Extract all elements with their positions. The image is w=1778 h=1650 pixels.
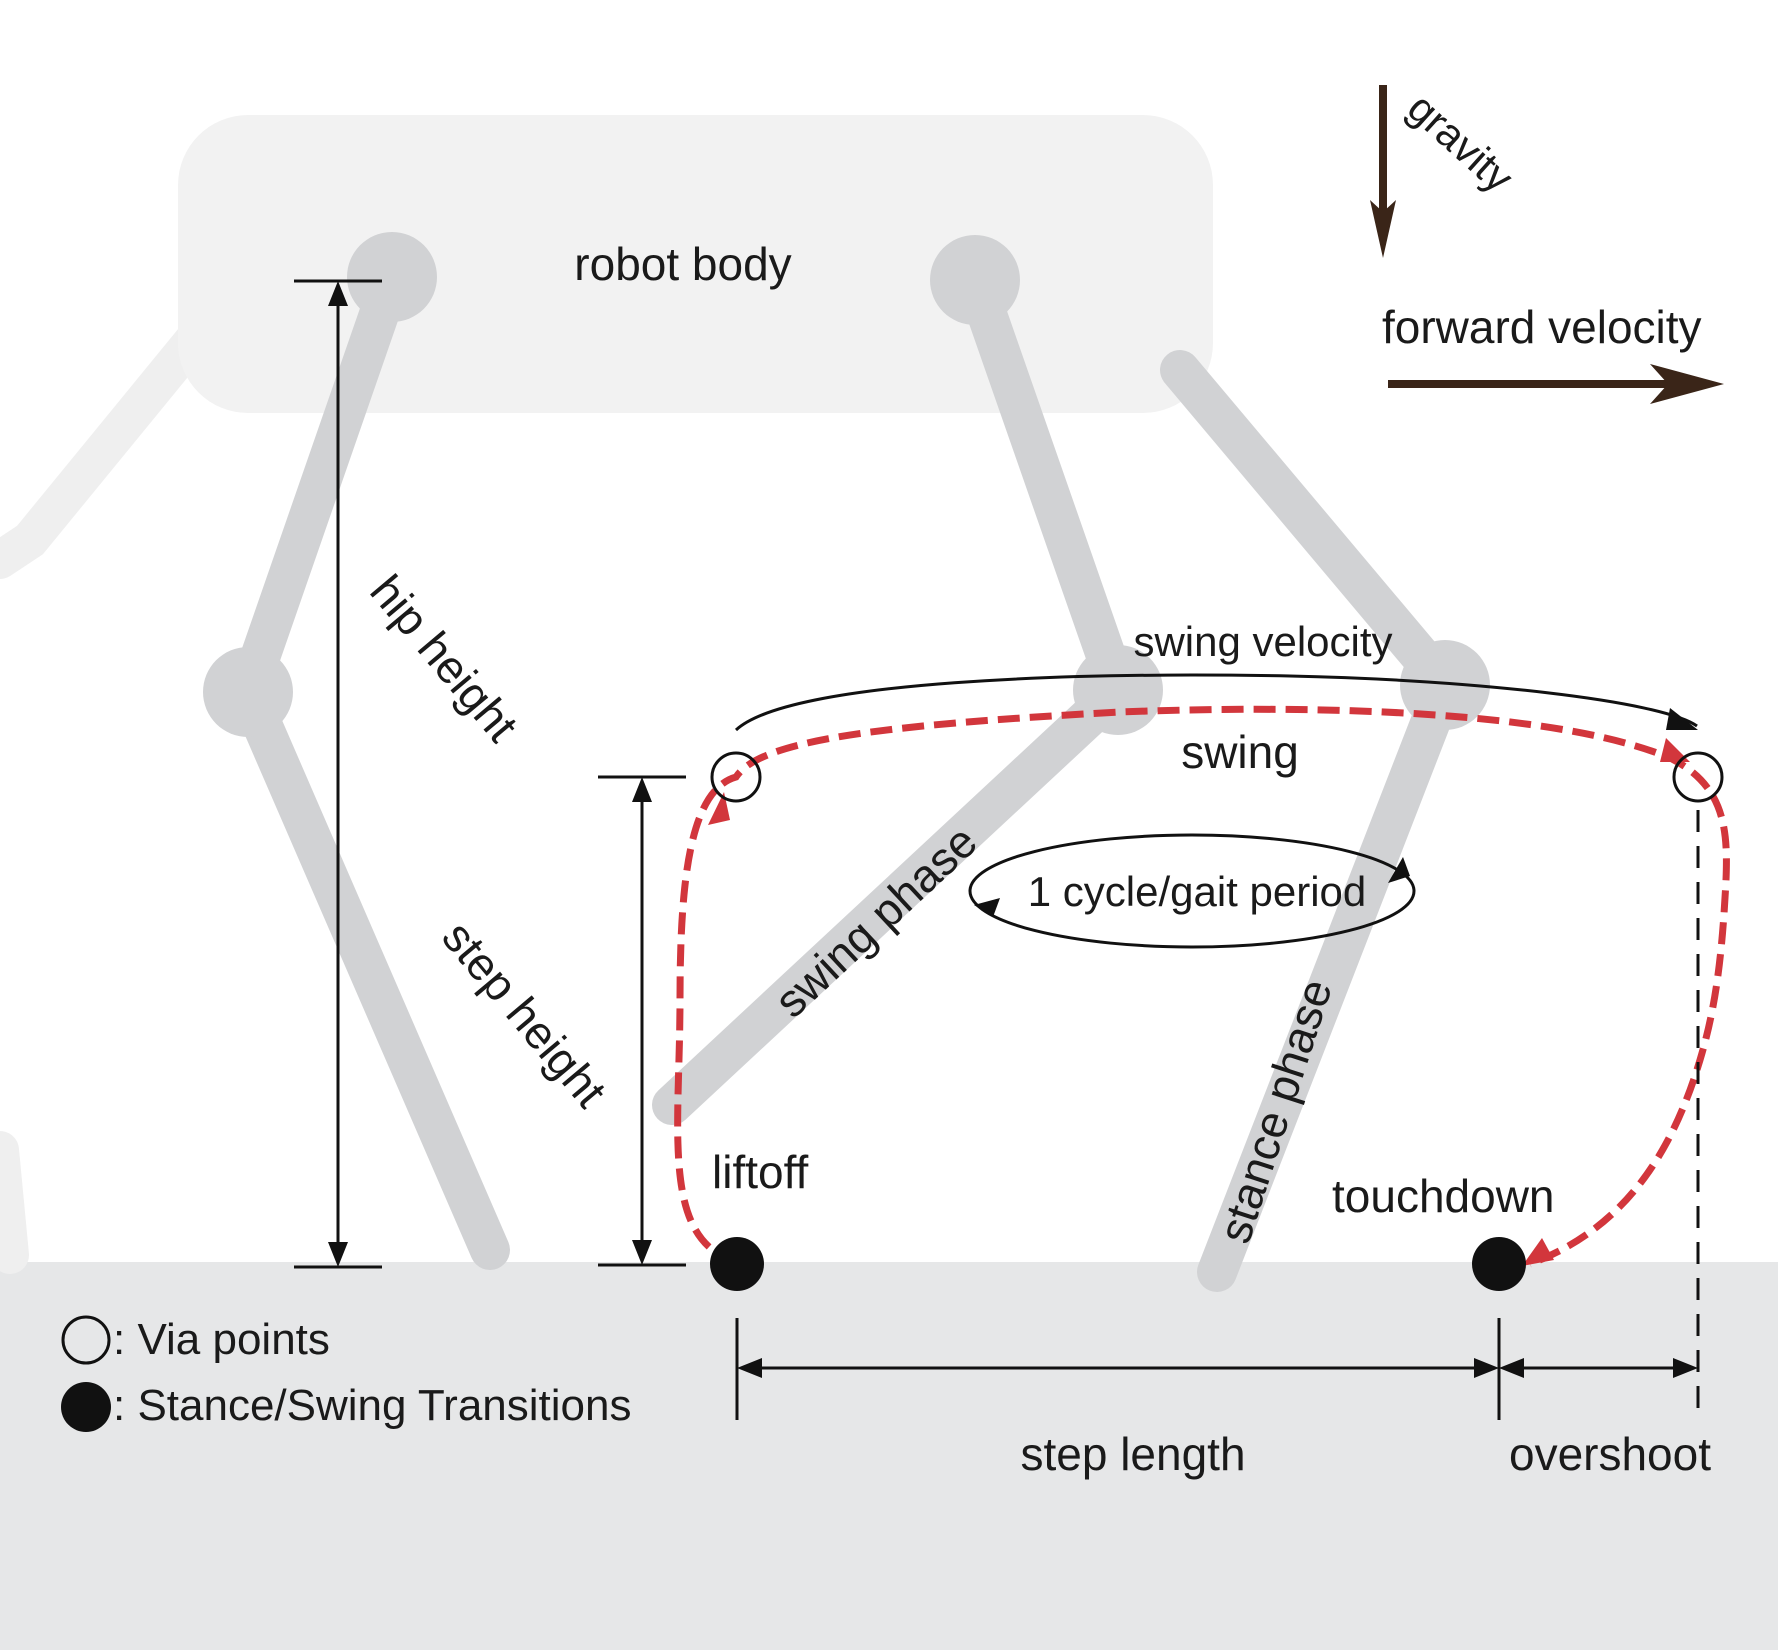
swing-velocity-arrow [734,673,1698,732]
hip-height-dimension [294,279,382,1269]
hip-height-label: hip height [360,565,528,751]
legend: : Via points : Stance/Swing Transitions [61,1315,631,1432]
overshoot-dimension [1499,1358,1698,1378]
step-height-label: step height [432,911,617,1117]
forward-velocity-arrow [1388,364,1724,404]
step-height-dimension [598,775,686,1267]
swing-phase-label: swing phase [764,815,986,1027]
liftoff-label: liftoff [712,1146,809,1198]
joints [203,232,1490,737]
trajectory-arrowheads [708,738,1690,1266]
robot-body-label: robot body [574,238,791,290]
swing-velocity-arrowhead [1666,708,1698,730]
legend-via-icon [61,1315,111,1365]
stance-phase-label: stance phase [1208,973,1342,1249]
back-far-leg [1160,350,1465,705]
overshoot-label: overshoot [1509,1428,1711,1480]
legend-transition-icon [61,1382,111,1432]
swing-velocity-label: swing velocity [1133,618,1392,665]
gait-cycle-label: 1 cycle/gait period [1028,868,1367,915]
liftoff-point [710,1237,764,1291]
touchdown-point [1472,1237,1526,1291]
via-point-right [1672,751,1724,803]
via-point-left [710,751,762,803]
gravity-arrow [1370,85,1396,258]
step-length-label: step length [1020,1428,1245,1480]
swing-label: swing [1181,726,1299,778]
gait-cycle-ellipse [968,833,1416,949]
far-legs [0,301,229,1274]
ground [0,1262,1778,1650]
gait-cycle-arrowhead-left [974,898,1000,917]
touchdown-label: touchdown [1332,1170,1555,1222]
legend-via-label: : Via points [113,1315,330,1364]
step-length-dimension [735,1318,1501,1420]
gait-cycle-arrowhead-right [1388,857,1410,883]
legend-transition-label: : Stance/Swing Transitions [113,1381,631,1430]
gravity-label: gravity [1399,84,1522,202]
swing-trajectory [674,705,1730,1268]
robot-body [178,115,1213,413]
forward-velocity-label: forward velocity [1382,301,1702,353]
